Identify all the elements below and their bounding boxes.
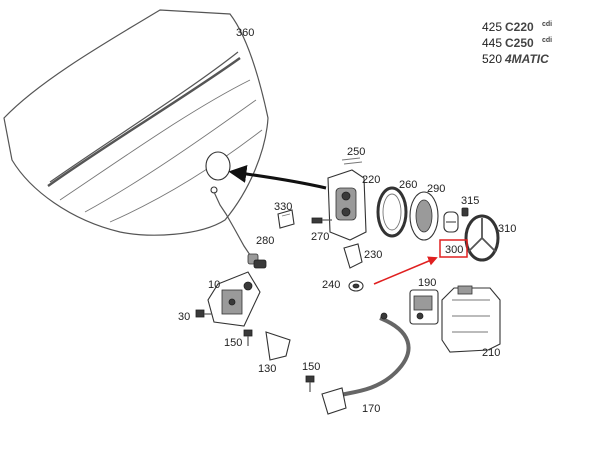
label-250: 250: [347, 146, 365, 158]
badge-number-2: 445: [482, 36, 502, 50]
label-30: 30: [178, 311, 190, 323]
part-270-drawing: [311, 217, 332, 224]
badge-model-3: 4MATIC: [504, 52, 549, 66]
part-210-drawing: [441, 285, 501, 353]
badge-number-1: 425: [482, 20, 502, 34]
part-260-drawing: [376, 186, 408, 238]
install-arrow-icon: [228, 164, 327, 190]
part-10-latch-drawing: [207, 271, 261, 327]
label-150-upper: 150: [224, 337, 242, 349]
highlight-box: [439, 239, 468, 258]
label-315: 315: [461, 195, 479, 207]
part-330-drawing: [277, 209, 295, 229]
label-330: 330: [274, 201, 292, 213]
label-190: 190: [418, 277, 436, 289]
label-290: 290: [427, 183, 445, 195]
part-150-bolt-lower-drawing: [305, 375, 315, 392]
label-270: 270: [311, 231, 329, 243]
model-badge-list: 425 C220 cdi 445 C250 cdi 520 4MATIC: [482, 20, 552, 66]
badge-model-1: C220: [505, 20, 534, 34]
part-150-bolt-upper-drawing: [243, 329, 253, 346]
label-150-lower: 150: [302, 361, 320, 373]
label-210: 210: [482, 347, 500, 359]
label-230: 230: [364, 249, 382, 261]
part-290-drawing: [409, 191, 439, 241]
part-170-cable-drawing: [321, 312, 411, 415]
label-310: 310: [498, 223, 516, 235]
label-130: 130: [258, 363, 276, 375]
badge-model-2: C250: [505, 36, 534, 50]
part-130-drawing: [265, 331, 291, 361]
part-240-drawing: [348, 280, 364, 292]
part-230-drawing: [343, 243, 363, 269]
part-310-star-emblem: [464, 214, 500, 262]
part-280-drawing: [210, 186, 267, 269]
trunk-lid-drawing: [3, 9, 269, 236]
label-10: 10: [208, 279, 220, 291]
label-170: 170: [362, 403, 380, 415]
badge-number-3: 520: [482, 52, 502, 66]
label-360: 360: [236, 27, 254, 39]
part-190-drawing: [409, 289, 439, 325]
part-300-drawing: [443, 207, 469, 233]
label-300: 300: [445, 244, 463, 256]
label-280: 280: [256, 235, 274, 247]
highlight-arrow-icon: [373, 256, 438, 285]
part-30-bolt-drawing: [195, 309, 212, 318]
badge-suffix-2: cdi: [542, 37, 552, 44]
part-220-drawing: [327, 157, 367, 241]
trunk-emblem-socket: [205, 151, 231, 181]
label-260: 260: [399, 179, 417, 191]
label-240: 240: [322, 279, 340, 291]
badge-suffix-1: cdi: [542, 21, 552, 28]
label-220: 220: [362, 174, 380, 186]
